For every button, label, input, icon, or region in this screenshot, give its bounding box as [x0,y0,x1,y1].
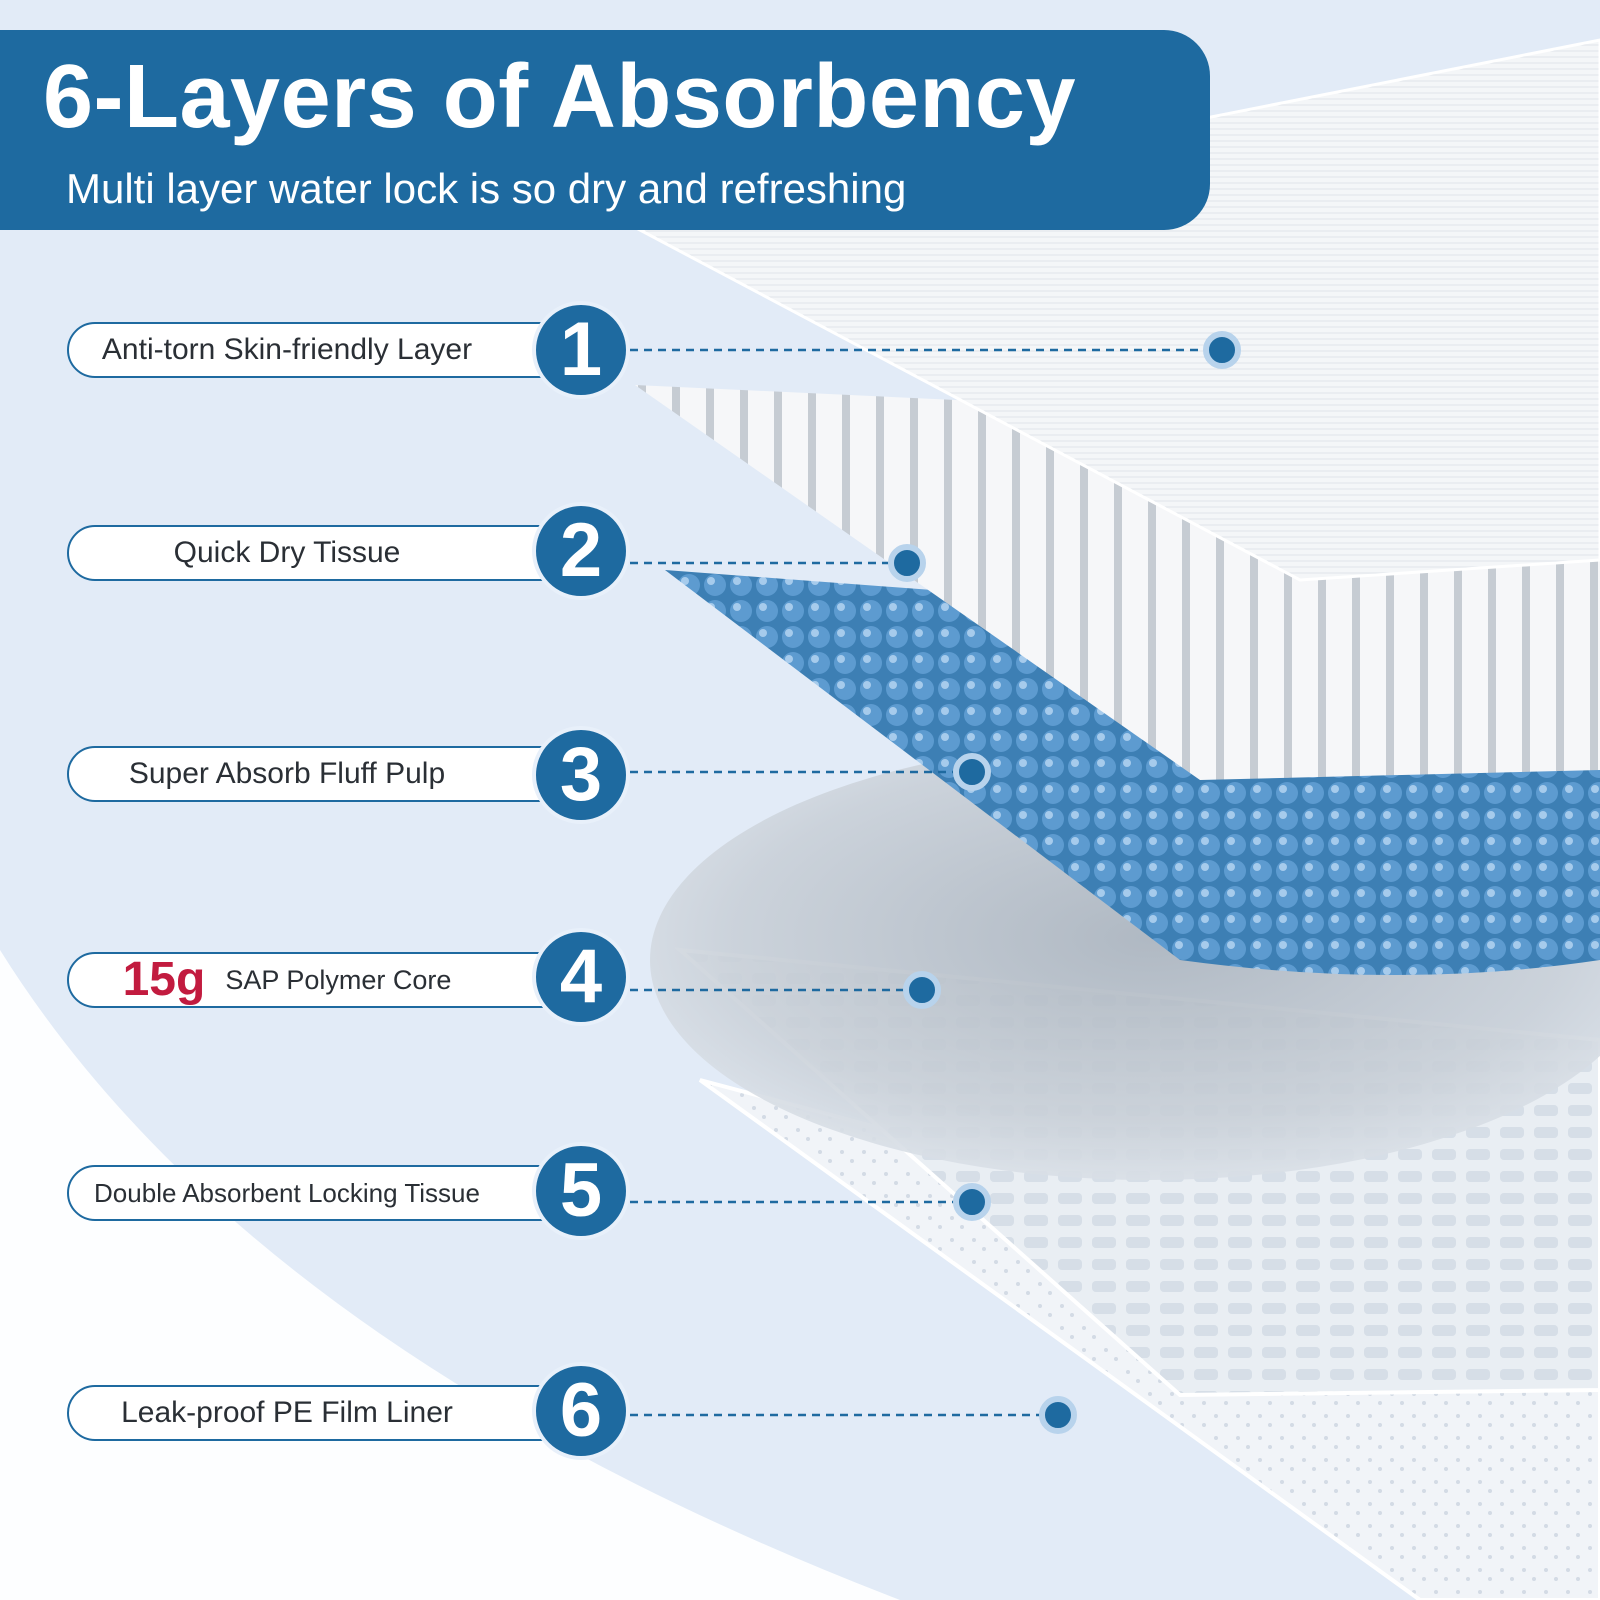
sap-weight-highlight: 15g [122,953,206,1006]
layer-1-label: Anti-torn Skin-friendly Layer [67,322,577,378]
layer-3-label: Super Absorb Fluff Pulp [67,746,577,802]
page-subtitle: Multi layer water lock is so dry and ref… [66,165,907,212]
layer-6-number-badge: 6 [532,1362,630,1460]
layer-label-text: Leak-proof PE Film Liner [121,1396,453,1429]
layer-4-label: 15g SAP Polymer Core [67,952,577,1008]
layer-label-text: Double Absorbent Locking Tissue [94,1177,480,1208]
layer-2-number-badge: 2 [532,502,630,600]
layer-label-text: Anti-torn Skin-friendly Layer [101,333,473,366]
layer-4-number-badge: 4 [532,928,630,1026]
layer-6-label: Leak-proof PE Film Liner [67,1385,577,1441]
page-title: 6-Layers of Absorbency [43,47,1076,147]
layer-label-text: Quick Dry Tissue [173,536,401,569]
header-banner: 6-Layers of Absorbency Multi layer water… [0,30,1210,230]
layer-5-number-badge: 5 [532,1142,630,1240]
layer-5-label: Double Absorbent Locking Tissue [67,1165,577,1221]
layer-1-number-badge: 1 [532,301,630,399]
layer-label-text: SAP Polymer Core [225,964,452,995]
layer-label-text: Super Absorb Fluff Pulp [128,757,446,790]
layer-3-number-badge: 3 [532,726,630,824]
layer-2-label: Quick Dry Tissue [67,525,577,581]
